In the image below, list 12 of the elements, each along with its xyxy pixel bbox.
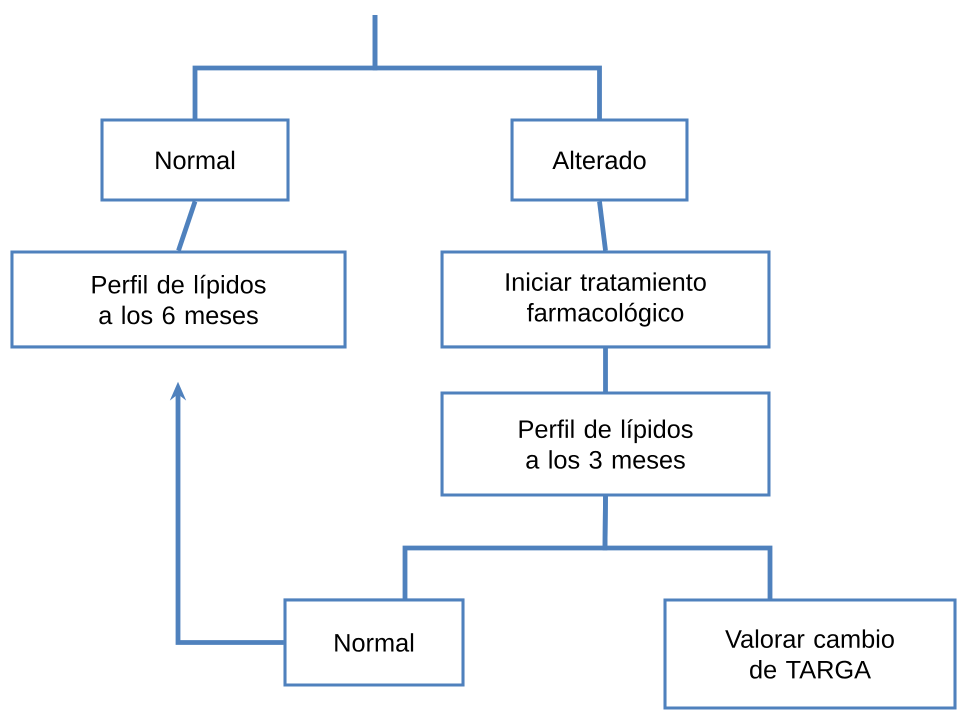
process-box: Iniciar tratamiento farmacológico bbox=[440, 250, 770, 348]
process-box: Normal bbox=[100, 118, 290, 202]
process-box: Perfil de lípidos a los 6 meses bbox=[10, 250, 347, 348]
process-box: Perfil de lípidos a los 3 meses bbox=[440, 391, 770, 497]
connector-line bbox=[176, 200, 198, 252]
connector-line bbox=[603, 348, 608, 392]
process-box: Alterado bbox=[510, 118, 688, 202]
connector-line bbox=[372, 15, 602, 118]
connector-line bbox=[597, 201, 608, 251]
process-box: Normal bbox=[283, 598, 465, 687]
process-box: Valorar cambio de TARGA bbox=[663, 598, 957, 710]
connector-line bbox=[602, 496, 772, 600]
